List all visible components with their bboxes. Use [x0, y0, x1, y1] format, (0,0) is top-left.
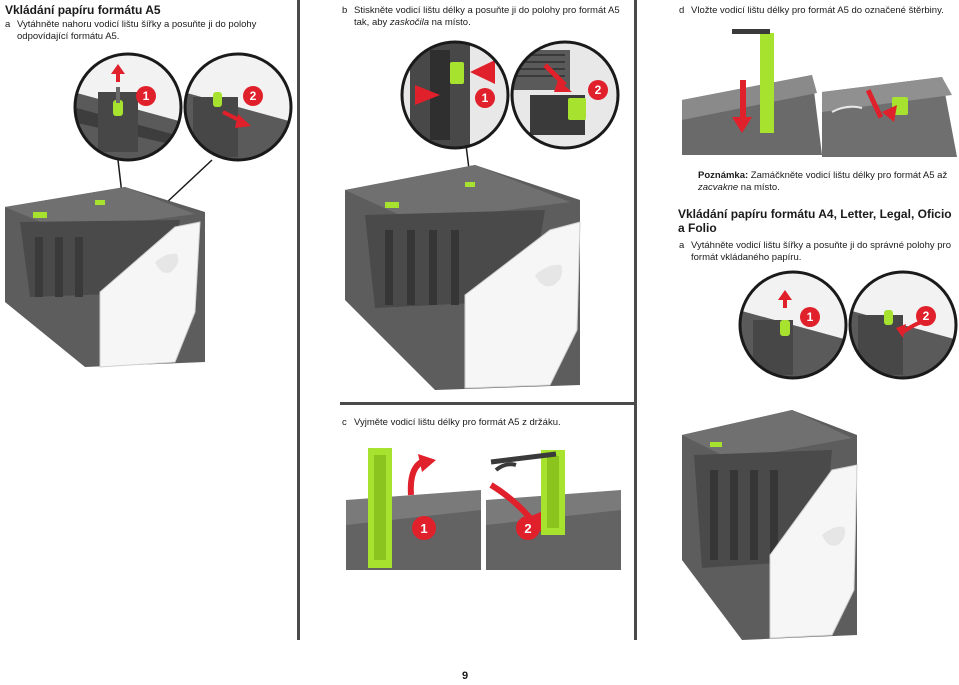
- column-divider-left: [297, 0, 300, 640]
- step-text: Vytáhněte vodicí lištu šířky a posuňte j…: [691, 240, 951, 263]
- section-title-a5: Vkládání papíru formátu A5: [5, 3, 161, 17]
- guide-removal-illustration-2: 2: [486, 450, 621, 570]
- callout-2: 2: [916, 306, 936, 326]
- svg-text:2: 2: [923, 309, 930, 323]
- step-letter: a: [5, 19, 11, 30]
- svg-text:1: 1: [420, 521, 427, 536]
- step-text: Vytáhněte nahoru vodicí lištu šířky a po…: [17, 19, 257, 42]
- step-c: c Vyjměte vodicí lištu délky pro formát A…: [342, 417, 632, 429]
- guide-removal-illustration-1: 1: [346, 448, 481, 570]
- svg-text:2: 2: [595, 83, 602, 97]
- note-label: Poznámka:: [698, 170, 749, 181]
- zoom-circle-4: 2: [510, 40, 620, 150]
- paper-tray-illustration: [682, 410, 858, 640]
- section-title-a4: Vkládání papíru formátu A4, Letter, Lega…: [678, 207, 952, 235]
- guide-insert-illustration-2: [822, 77, 957, 157]
- paper-tray-illustration: [5, 187, 205, 368]
- callout-1: 1: [136, 86, 156, 106]
- step-b: b Stiskněte vodicí lištu délky a posuňte …: [342, 5, 632, 29]
- step-text: Stiskněte vodicí lištu délky a posuňte j…: [354, 5, 620, 28]
- zoom-circle-2: 2: [183, 52, 293, 162]
- step-letter: d: [679, 5, 685, 16]
- column-divider-right: [634, 0, 637, 640]
- step-letter: b: [342, 5, 348, 16]
- callout-2: 2: [243, 86, 263, 106]
- svg-text:1: 1: [482, 91, 489, 105]
- right-column: d Vložte vodicí lištu délky pro formát A5…: [638, 0, 959, 685]
- step-letter: c: [342, 417, 347, 428]
- callout-2: 2: [516, 516, 540, 540]
- svg-text:2: 2: [524, 521, 531, 536]
- step-text: Vyjměte vodicí lištu délky pro formát A5…: [354, 417, 561, 428]
- middle-column: b Stiskněte vodicí lištu délky a posuňte …: [301, 0, 635, 685]
- note: Poznámka: Zamáčkněte vodicí lištu délky …: [698, 170, 948, 193]
- zoom-circle-1: 1: [73, 52, 183, 162]
- svg-text:1: 1: [143, 89, 150, 103]
- callout-2: 2: [588, 80, 608, 100]
- step-text: Vložte vodicí lištu délky pro formát A5 …: [691, 5, 944, 16]
- callout-1: 1: [800, 307, 820, 327]
- row-divider: [340, 402, 635, 405]
- guide-insert-illustration-1: [682, 29, 822, 155]
- left-column: Vkládání papíru formátu A5 a Vytáhněte na…: [0, 0, 295, 685]
- step-a: a Vytáhněte nahoru vodicí lištu šířky a p…: [5, 19, 275, 43]
- svg-text:2: 2: [250, 89, 257, 103]
- step-d: d Vložte vodicí lištu délky pro formát A5…: [679, 5, 959, 17]
- page-number: 9: [462, 670, 469, 682]
- zoom-circle-5: 1: [738, 270, 848, 380]
- zoom-circle-6: 2: [848, 270, 958, 380]
- zoom-circle-3: 1: [400, 40, 510, 150]
- step-letter: a: [679, 240, 685, 251]
- callout-1: 1: [475, 88, 495, 108]
- svg-text:1: 1: [807, 310, 814, 324]
- step-a-right: a Vytáhněte vodicí lištu šířky a posuňte …: [679, 240, 959, 264]
- paper-tray-illustration: [345, 165, 581, 390]
- callout-1: 1: [412, 516, 436, 540]
